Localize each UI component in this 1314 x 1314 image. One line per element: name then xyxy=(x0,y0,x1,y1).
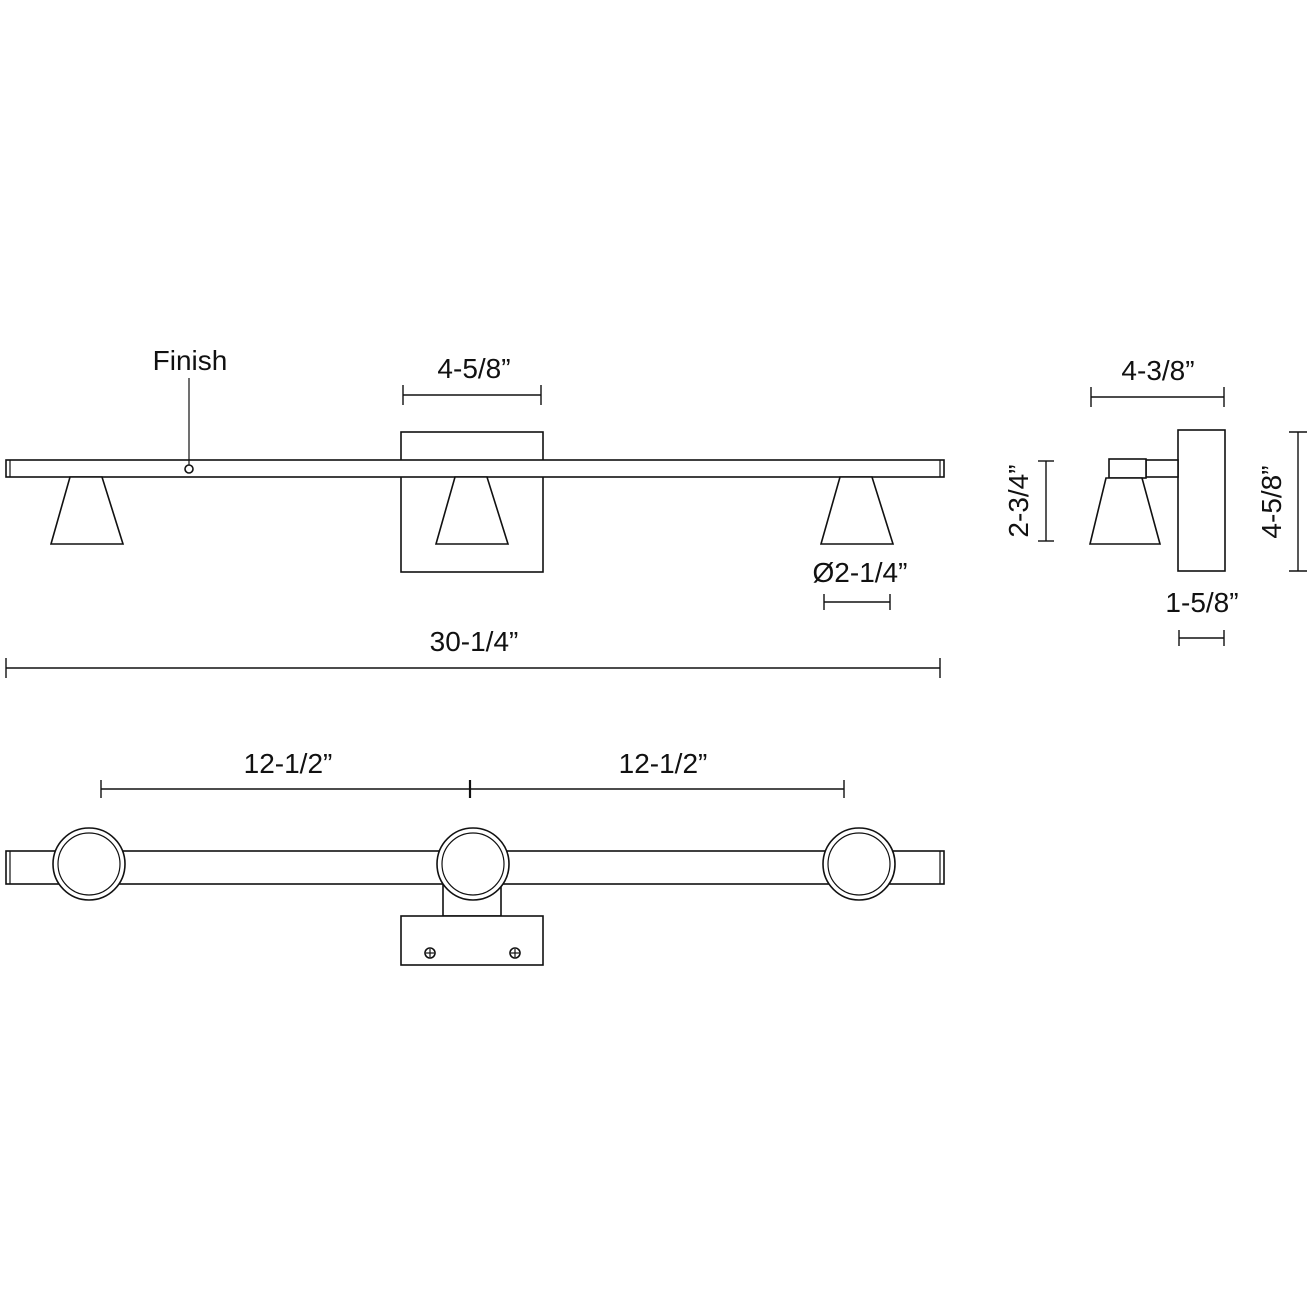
front-shade-right xyxy=(819,476,895,545)
side-shade-height-label: 2-3/4” xyxy=(1003,464,1034,537)
side-shade-height-dimension: 2-3/4” xyxy=(1003,460,1054,542)
finish-label: Finish xyxy=(153,345,228,376)
side-backplate-depth-label: 1-5/8” xyxy=(1165,587,1238,618)
backplate-width-label: 4-5/8” xyxy=(437,353,510,384)
shade-diameter-label: Ø2-1/4” xyxy=(813,557,908,588)
side-backplate-height-dimension: 4-5/8” xyxy=(1256,431,1307,572)
side-backplate-height-label: 4-5/8” xyxy=(1256,465,1287,538)
front-shade-center xyxy=(434,476,510,545)
side-arm xyxy=(1145,459,1179,478)
finish-marker xyxy=(184,464,194,474)
spacing-left-label: 12-1/2” xyxy=(244,748,333,779)
shade-diameter-dimension: Ø2-1/4” xyxy=(813,557,908,610)
top-shade-center xyxy=(436,827,510,901)
side-depth-dimension: 4-3/8” xyxy=(1090,355,1225,407)
top-shade-left xyxy=(52,827,126,901)
top-view: 12-1/2” 12-1/2” xyxy=(5,748,945,966)
side-backplate-depth-dimension: 1-5/8” xyxy=(1165,587,1239,646)
side-knuckle xyxy=(1108,458,1147,479)
spacing-left-dimension: 12-1/2” xyxy=(100,748,472,798)
spacing-right-dimension: 12-1/2” xyxy=(472,748,845,798)
front-bar xyxy=(5,459,945,478)
screw-icon xyxy=(509,947,521,959)
side-view: 4-3/8” 2-3/4” 4-5/8” 1-5/8” xyxy=(1003,355,1307,646)
spacing-right-label: 12-1/2” xyxy=(619,748,708,779)
screw-icon xyxy=(424,947,436,959)
side-backplate xyxy=(1177,429,1226,572)
front-shade-left xyxy=(49,476,125,545)
side-shade xyxy=(1088,477,1162,545)
top-shade-right xyxy=(822,827,896,901)
side-depth-label: 4-3/8” xyxy=(1121,355,1194,386)
overall-width-label: 30-1/4” xyxy=(430,626,519,657)
top-backplate xyxy=(400,915,544,966)
backplate-width-dimension: 4-5/8” xyxy=(402,353,542,405)
front-view: Finish 4-5/8” Ø2-1/4” 30-1/4” xyxy=(5,345,945,678)
overall-width-dimension: 30-1/4” xyxy=(5,626,941,678)
